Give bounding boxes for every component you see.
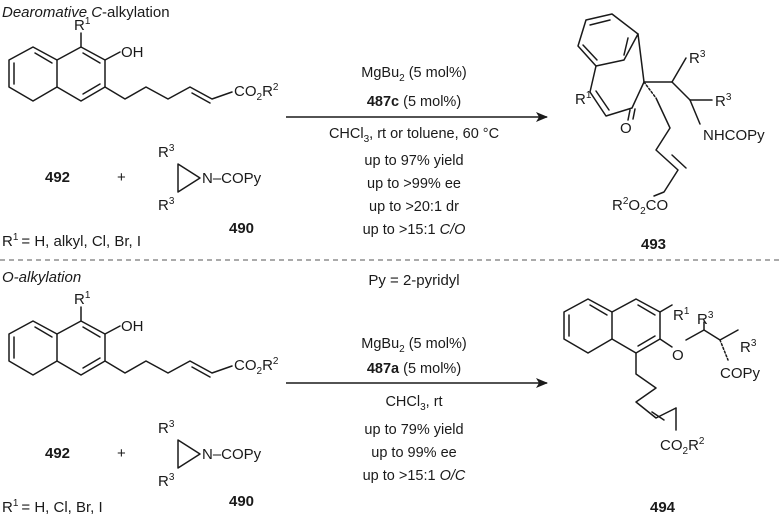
- r3-label-494-a: R3: [697, 310, 714, 328]
- catalyst-bottom: MgBu2 (5 mol%): [361, 336, 467, 355]
- product-494-structure: [563, 298, 739, 431]
- compound-490-top: 490: [229, 220, 254, 237]
- plus-sign-top: +: [117, 169, 126, 186]
- ester-label-top: CO2R2: [234, 82, 279, 103]
- compound-493: 493: [641, 236, 666, 253]
- selectivity-bottom: up to >15:1 O/C: [363, 468, 466, 484]
- catalyst-top: MgBu2 (5 mol%): [361, 65, 467, 84]
- ester-label-493: R2O2CO: [612, 196, 668, 217]
- compound-490-bottom: 490: [229, 493, 254, 510]
- conditions-bottom: MgBu2 (5 mol%) 487a (5 mol%) CHCl3, rt u…: [361, 336, 467, 484]
- section-title-dearomative: Dearomative C-alkylation: [2, 4, 170, 21]
- oh-label-bottom: OH: [121, 318, 144, 335]
- plus-sign-bottom: +: [117, 445, 126, 462]
- ee-top: up to >99% ee: [367, 176, 461, 192]
- yield-top: up to 97% yield: [364, 153, 463, 169]
- r3-label-494-b: R3: [740, 338, 757, 356]
- conditions-top: MgBu2 (5 mol%) 487c (5 mol%) CHCl3, rt o…: [329, 65, 499, 238]
- oh-label-top: OH: [121, 44, 144, 61]
- r3-label-aziridine-bottom-a: R3: [158, 419, 175, 437]
- naphthol-structure-bottom: [8, 306, 233, 378]
- r3-label-aziridine-bottom-b: R3: [158, 472, 175, 490]
- r3-label-aziridine-top-b: R3: [158, 196, 175, 214]
- naphthol-structure-top: [8, 32, 233, 104]
- compound-492-bottom: 492: [45, 445, 70, 462]
- r1-label-494: R1: [673, 306, 690, 324]
- ester-label-bottom: CO2R2: [234, 356, 279, 377]
- selectivity-top: up to >15:1 C/O: [363, 222, 466, 238]
- aziridine-structure-bottom: [177, 439, 201, 469]
- py-definition: Py = 2-pyridyl: [368, 272, 459, 289]
- o-label-494: O: [672, 347, 684, 364]
- r1-label-493: R1: [575, 90, 592, 108]
- ester-label-494: CO2R2: [660, 436, 705, 457]
- r1-definition-bottom: R1= H, Cl, Br, I: [2, 498, 103, 516]
- nhcopy-label-493: NHCOPy: [703, 127, 765, 144]
- ee-bottom: up to 99% ee: [371, 445, 456, 461]
- solvent-bottom: CHCl3, rt: [385, 394, 442, 413]
- r3-label-493-a: R3: [689, 49, 706, 67]
- solvent-top: CHCl3, rt or toluene, 60 °C: [329, 126, 499, 145]
- r1-label-top-sm: R1: [74, 16, 91, 34]
- r3-label-493-b: R3: [715, 92, 732, 110]
- compound-492-top: 492: [45, 169, 70, 186]
- section-title-o-alkylation: O-alkylation: [2, 269, 81, 286]
- copy-label-494: COPy: [720, 365, 761, 382]
- compound-494: 494: [650, 499, 676, 516]
- ligand-top: 487c (5 mol%): [367, 94, 461, 110]
- product-493-structure: [577, 13, 713, 197]
- r1-definition-top: R1= H, alkyl, Cl, Br, I: [2, 232, 141, 250]
- ligand-bottom: 487a (5 mol%): [367, 361, 461, 377]
- dr-top: up to >20:1 dr: [369, 199, 459, 215]
- aziridine-structure-top: [177, 163, 201, 193]
- o-label-493: O: [620, 120, 632, 137]
- r1-label-bottom-sm: R1: [74, 290, 91, 308]
- r3-label-aziridine-top-a: R3: [158, 143, 175, 161]
- n-copy-label-top: N–COPy: [202, 170, 262, 187]
- n-copy-label-bottom: N–COPy: [202, 446, 262, 463]
- yield-bottom: up to 79% yield: [364, 422, 463, 438]
